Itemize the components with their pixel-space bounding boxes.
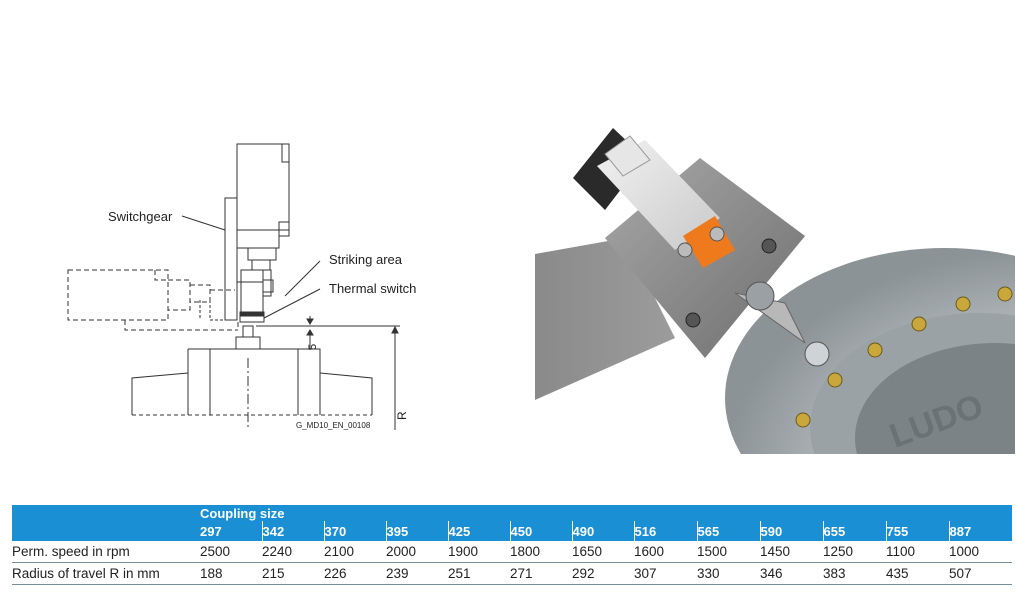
table-cell: 383: [823, 562, 886, 585]
technical-drawing: Switchgear Striking area Thermal switch …: [67, 143, 416, 430]
table-cell: 1800: [510, 541, 572, 563]
wheel-bolts: [795, 286, 1013, 428]
coupling-size-590: 590: [759, 521, 823, 541]
coupling-size-887: 887: [948, 521, 1012, 541]
table-cell: 2100: [324, 541, 386, 563]
coupling-size-755: 755: [885, 521, 949, 541]
table-cell: 1650: [572, 541, 634, 563]
header-row-group: Coupling size: [12, 505, 1012, 521]
table-cell: 1100: [886, 541, 949, 563]
table-cell: 1450: [760, 541, 823, 563]
table-cell: 435: [886, 562, 949, 585]
switch-body-outline: [236, 143, 290, 231]
product-photo: LUDO: [535, 128, 1015, 454]
coupling-size-297: 297: [200, 521, 262, 541]
coupling-size-516: 516: [633, 521, 697, 541]
table-cell: 507: [949, 562, 1012, 585]
table-cell: 1250: [823, 541, 886, 563]
table-cell: 1900: [448, 541, 510, 563]
table-cell: 271: [510, 562, 572, 585]
coupling-size-425: 425: [447, 521, 510, 541]
label-switchgear: Switchgear: [108, 209, 173, 224]
drawing-code: G_MD10_EN_00108: [296, 421, 371, 430]
coupling-size-490: 490: [571, 521, 634, 541]
label-thermal-switch: Thermal switch: [329, 281, 416, 296]
table-cell: 292: [572, 562, 634, 585]
coupling-size-655: 655: [822, 521, 886, 541]
row-label: Perm. speed in rpm: [12, 541, 200, 563]
table-cell: 226: [324, 562, 386, 585]
table-cell: 307: [634, 562, 697, 585]
coupling-size-450: 450: [509, 521, 572, 541]
table-cell: 1000: [949, 541, 1012, 563]
table-cell: 188: [200, 562, 262, 585]
table-cell: 2240: [262, 541, 324, 563]
label-striking-area: Striking area: [329, 252, 403, 267]
table-cell: 239: [386, 562, 448, 585]
table-cell: 2000: [386, 541, 448, 563]
table-cell: 346: [760, 562, 823, 585]
header-label-blank: [12, 521, 200, 541]
table-cell: 1500: [697, 541, 760, 563]
table-cell: 330: [697, 562, 760, 585]
coupling-size-342: 342: [261, 521, 324, 541]
coupling-size-header: Coupling size: [200, 505, 1012, 521]
label-gap-5: 5: [307, 344, 319, 350]
coupling-size-565: 565: [696, 521, 760, 541]
label-radius-r: R: [395, 411, 409, 420]
coupling-size-370: 370: [323, 521, 386, 541]
table-cell: 251: [448, 562, 510, 585]
table-cell: 2500: [200, 541, 262, 563]
table-cell: 215: [262, 562, 324, 585]
header-blank: [12, 505, 200, 521]
table-cell: 1600: [634, 541, 697, 563]
row-label: Radius of travel R in mm: [12, 562, 200, 585]
coupling-size-395: 395: [385, 521, 448, 541]
